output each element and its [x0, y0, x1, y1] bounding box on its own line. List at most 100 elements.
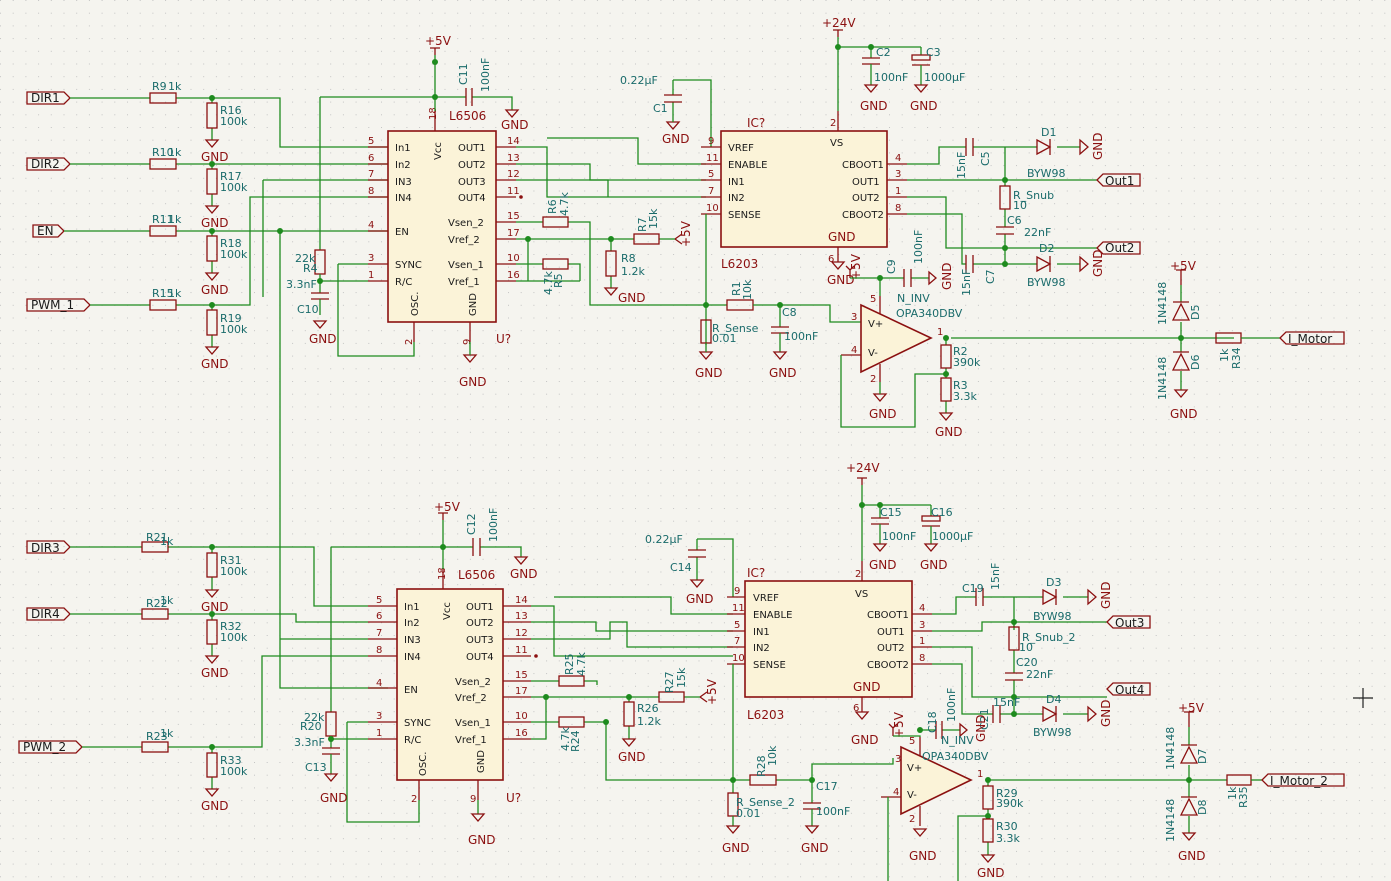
pin-vref-label: VREF [728, 143, 754, 154]
diode-d3-ref: D3 [1046, 576, 1061, 589]
osc-network-top[interactable]: 22k R4 3.3nF C10 GND [286, 249, 415, 357]
pin-num: 4 [893, 787, 899, 798]
chip-l6203-bottom[interactable]: IC? L6203 VREF ENABLE IN1 IN2 SENSE 9 11… [727, 561, 932, 722]
capacitor-c1[interactable]: 0.22µF C1 GND [620, 74, 712, 147]
port-out1[interactable]: Out1 [1096, 173, 1141, 188]
gnd-c3: GND [910, 99, 938, 113]
resistor-r33-value: 100k [220, 765, 248, 778]
pin-num: 7 [734, 636, 740, 647]
clamp-top[interactable]: +5V 1N4148 D5 1N4148 D6 GND 1k R34 [1156, 259, 1280, 421]
resistor-r32[interactable]: R32 100k GND [201, 614, 248, 680]
sense-filter-top[interactable]: R_Sense 0.01 GND R1 10k C8 100nF GND [695, 279, 861, 380]
resistor-r31-ref: R31 [220, 554, 242, 567]
capacitor-c7-value: 15nF [960, 269, 973, 296]
resistor-r18[interactable]: R18 100k GND [201, 231, 248, 297]
port-pwm2-label: PWM_2 [23, 740, 66, 754]
pin-out2-label: OUT2 [466, 618, 494, 629]
resistor-r23[interactable]: R23 1k [141, 727, 174, 753]
pin-out2-label: OUT2 [458, 160, 486, 171]
diode-d4-value: BYW98 [1033, 726, 1072, 739]
pin-num: 3 [368, 253, 374, 264]
pin-num: 16 [515, 728, 528, 739]
port-dir2[interactable]: DIR2 [26, 157, 71, 171]
resistor-r30-value: 3.3k [996, 832, 1020, 845]
diode-d4-ref: D4 [1046, 693, 1061, 706]
pin-sync-label: SYNC [395, 260, 422, 271]
pin-cboot1-label: CBOOT1 [842, 160, 884, 171]
chip-l6203-top-ref: IC? [747, 116, 765, 130]
gnd-opamp-top: GND [869, 407, 897, 421]
port-dir3[interactable]: DIR3 [26, 540, 71, 555]
resistor-r25-ref: R25 [563, 653, 576, 675]
resistor-r21[interactable]: R21 1k [141, 531, 174, 553]
resistor-r22[interactable]: R22 1k [141, 594, 174, 620]
resistor-r15[interactable]: R15 1k [149, 287, 182, 311]
chip-l6506-top-ref: U? [496, 332, 511, 346]
opamp-bottom[interactable]: V+ V- OPA340DBV 3 4 1 5 2 GND +5V C18 10… [881, 688, 989, 863]
resistor-r22-value: 1k [160, 594, 174, 607]
port-pwm1[interactable]: PWM_1 [26, 298, 91, 312]
capacitor-c18-ref: C18 [926, 711, 939, 733]
chip-l6203-top[interactable]: IC? L6203 VREF ENABLE IN1 IN2 SENSE 9 11… [701, 111, 907, 271]
pin-vs-label: VS [830, 138, 843, 149]
resistor-r8-ref: R8 [621, 252, 636, 265]
output-network-top[interactable]: 15nF C5 D1 BYW98 GND R_Snub 10 C6 22nF 1… [907, 126, 1105, 296]
capacitor-c10-ref: C10 [297, 303, 319, 316]
port-dir1[interactable]: DIR1 [26, 91, 71, 105]
clamp-bottom[interactable]: +5V 1N4148 D7 1N4148 D8 GND 1k R35 [1164, 701, 1262, 863]
resistor-r16[interactable]: R16 100k GND [201, 98, 248, 164]
resistor-r11[interactable]: R11 1k [149, 213, 182, 237]
pin-num: 7 [708, 186, 714, 197]
resistor-r9[interactable]: R9 1k [149, 80, 182, 104]
supply-24v-top: +24V C2 100nF GND C3 1000µF GND [822, 16, 965, 113]
osc-network-bottom[interactable]: 22k R20 3.3nF C13 GND [294, 711, 420, 823]
resistor-rsense-value: 0.01 [712, 332, 737, 345]
opamp-top[interactable]: V+ V- OPA340DBV 3 4 1 5 2 GND +5V C9 100… [841, 230, 963, 421]
resistor-r33[interactable]: R33 100k GND [201, 747, 248, 813]
gnd-c14: GND [686, 592, 714, 606]
port-imotor2[interactable]: I_Motor_2 [1261, 773, 1345, 788]
port-dir4[interactable]: DIR4 [26, 607, 71, 621]
port-dir4-label: DIR4 [31, 607, 60, 621]
chip-l6506-bottom[interactable]: L6506 U? In1 In2 IN3 IN4 EN SYNC R/C 5 6… [368, 567, 538, 805]
port-en[interactable]: EN [32, 224, 65, 238]
resistor-r19[interactable]: R19 100k GND [201, 305, 248, 371]
gnd-opamp-bottom: GND [909, 849, 937, 863]
output-network-bottom[interactable]: C19 15nF D3 BYW98 GND R_Snub_2 10 C20 22… [932, 563, 1113, 739]
capacitor-c14[interactable]: 0.22µF C14 GND [645, 533, 734, 606]
port-out3[interactable]: Out3 [1106, 615, 1151, 630]
resistor-r35-ref: R35 [1237, 786, 1250, 808]
pin-in2-label: In2 [404, 618, 420, 629]
diode-d6-ref: D6 [1189, 355, 1202, 370]
pin-num: 2 [411, 794, 417, 805]
port-out2[interactable]: Out2 [1096, 241, 1141, 255]
gnd-u-bottom: GND [468, 833, 496, 847]
resistor-r23-value: 1k [160, 727, 174, 740]
pin-sync-label: SYNC [404, 718, 431, 729]
chip-l6506-top[interactable]: L6506 U? In1 In2 IN3 IN4 EN SYNC R/C 5 6… [368, 107, 523, 346]
pin-num: 1 [376, 728, 382, 739]
resistor-r17-value: 100k [220, 181, 248, 194]
pin-in2-label: In2 [395, 160, 411, 171]
pin-in1-label: IN1 [753, 627, 770, 638]
capacitor-c11-ref: C11 [457, 63, 470, 85]
sense-network-bottom[interactable]: R25 4.7k R27 15k +5V R26 1.2k GND 4.7k R… [531, 652, 733, 781]
pin-num: 6 [368, 153, 374, 164]
resistor-r35-value: 1k [1226, 786, 1239, 800]
pin-num: 3 [895, 754, 901, 765]
pin-enable-label: ENABLE [728, 160, 767, 171]
resistor-r31[interactable]: R31 100k GND [201, 547, 248, 614]
resistor-r10[interactable]: R10 1k [149, 146, 182, 170]
port-imotor[interactable]: I_Motor [1279, 331, 1345, 346]
gnd-d6: GND [1170, 407, 1198, 421]
gnd-u-top: GND [459, 375, 487, 389]
sense-network-top[interactable]: R6 4.7k R7 15k +5V R8 1.2k GND 4.7k R5 [516, 192, 706, 306]
resistor-r17[interactable]: R17 100k GND [201, 164, 248, 230]
port-pwm2[interactable]: PWM_2 [18, 740, 83, 754]
sense-filter-bottom[interactable]: R28 10k R_Sense_2 0.01 GND C17 100nF GND [722, 745, 894, 855]
resistor-r2-value: 390k [953, 356, 981, 369]
resistor-r18-value: 100k [220, 248, 248, 261]
resistor-r10-ref: R10 [152, 146, 174, 159]
port-out4[interactable]: Out4 [1106, 682, 1151, 697]
power-5v-label: +5V [425, 34, 452, 48]
